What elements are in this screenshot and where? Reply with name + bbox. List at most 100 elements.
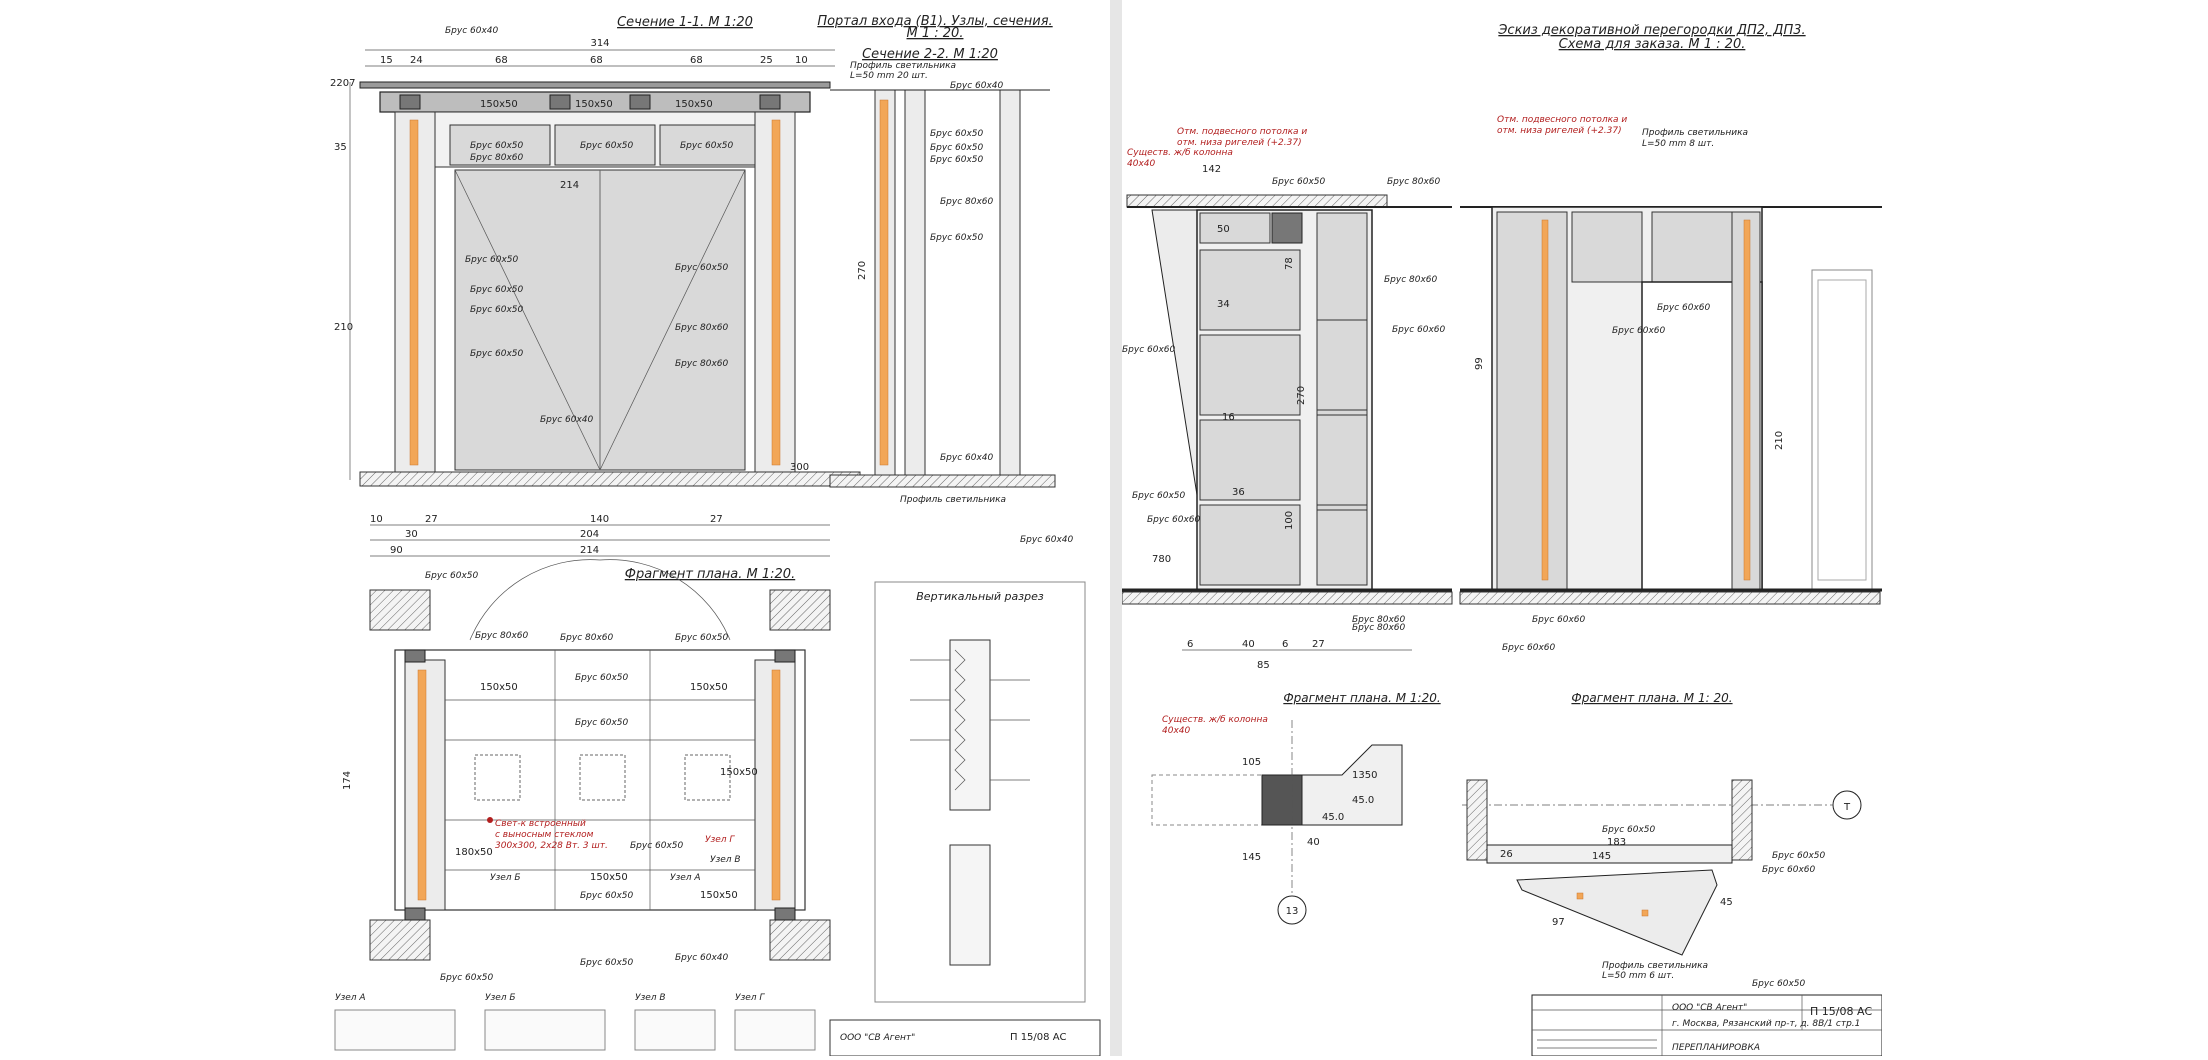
- node-v-title: Узел В: [635, 993, 666, 1003]
- dim-27b: 27: [710, 514, 723, 525]
- title-block-right: ООО "СВ Агент" П 15/08 АС г. Москва, Ряз…: [1531, 994, 1883, 1057]
- nodes-strip: Узел А Узел Б Узел В Узел Г: [334, 993, 816, 1051]
- existing-column-2: 40х40: [1127, 159, 1156, 169]
- label-2-2-b: Брус 60х50: [930, 143, 984, 153]
- dim-204: 204: [580, 529, 599, 540]
- dim-214-inner: 214: [560, 180, 579, 191]
- plan-column-label-2: 40х40: [1162, 726, 1191, 736]
- node-g-title: Узел Г: [735, 993, 765, 1003]
- dim-142: 142: [1202, 164, 1221, 175]
- label-pf-brus-2: Брус 60х50: [1772, 851, 1826, 861]
- label-plan-g: Брус 60х50: [580, 891, 634, 901]
- label-r-brus-top: Брус 60х50: [1272, 177, 1326, 187]
- drawing-sheet-partition: Эскиз декоративной перегородки ДП2, ДП3.…: [1121, 0, 1883, 1057]
- dim-314: 314: [590, 38, 609, 49]
- label-plan-c: Брус 60х50: [675, 633, 729, 643]
- label-lamp-profile-bottom: Профиль светильника: [900, 495, 1006, 505]
- label-lamp-profile-2-2: Профиль светильника: [850, 61, 956, 71]
- dim-35: 35: [334, 142, 347, 153]
- partition-elevation-left: Отм. подвесного потолка и отм. низа риге…: [1121, 127, 1453, 671]
- dim-27: 27: [425, 514, 438, 525]
- label-plan-e: Брус 60х50: [575, 718, 629, 728]
- dim-68c: 68: [690, 55, 703, 66]
- dim-1350a: 1350: [1352, 770, 1377, 781]
- label-2-2-f: Брус 60х40: [940, 453, 994, 463]
- dim-25: 25: [760, 55, 773, 66]
- existing-column-1: Существ. ж/б колонна: [1127, 148, 1233, 158]
- dim-30: 30: [405, 529, 418, 540]
- label-jamb-1: Брус 60х50: [465, 255, 519, 265]
- label-r-brus-3: Брус 60х60: [1392, 325, 1446, 335]
- label-150x50-a: 150х50: [480, 99, 518, 110]
- title-block-left: ООО "СВ Агент" П 15/08 АС: [829, 1019, 1101, 1057]
- portal-drawing: Сечение 1-1. М 1:20 Портал входа (В1). У…: [330, 14, 1101, 1057]
- label-r2-brus-3: Брус 60х60: [1532, 615, 1586, 625]
- label-pf-brus-4: Брус 60х50: [1752, 979, 1806, 989]
- dim-36: 36: [1232, 487, 1245, 498]
- dim-100: 100: [1284, 511, 1295, 530]
- label-r-brus-6: Брус 60х60: [1147, 515, 1201, 525]
- dim-270-2-2: 270: [857, 261, 868, 280]
- section-2-2-title: Сечение 2-2. М 1:20: [862, 47, 998, 62]
- dim-140: 140: [590, 514, 609, 525]
- label-150x50-c: 150х50: [675, 99, 713, 110]
- dim-210-r: 210: [1774, 431, 1785, 450]
- label-r-brus-2: Брус 80х60: [1384, 275, 1438, 285]
- dim-6b: 6: [1282, 639, 1288, 650]
- dim-10: 10: [795, 55, 808, 66]
- partition-elevation-right: Отм. подвесного потолка и отм. низа риге…: [1459, 115, 1882, 653]
- label-plan-a: Брус 80х60: [475, 631, 529, 641]
- lamp-note: Свет-к встроенный с выносным стеклом 300…: [487, 817, 608, 851]
- vertical-cut-title: Вертикальный разрез: [916, 590, 1044, 603]
- section-1-1-title: Сечение 1-1. М 1:20: [617, 15, 753, 30]
- label-r2-brus-4: Брус 60х60: [1502, 643, 1556, 653]
- label-jamb-2: Брус 60х50: [470, 285, 524, 295]
- dim-450b: 45.0: [1322, 812, 1344, 823]
- node-b-title: Узел Б: [485, 993, 516, 1003]
- plan-fragment-portal: Фрагмент плана. М 1:20. Брус 60х50 Брус …: [342, 559, 831, 983]
- label-plan-h: Брус 60х50: [580, 958, 634, 968]
- stamp-right-address: г. Москва, Рязанский пр-т, д. 8В/1 стр.1: [1672, 1019, 1860, 1029]
- label-plan-b: Брус 80х60: [560, 633, 614, 643]
- label-2-2-brus-top: Брус 60х40: [950, 81, 1004, 91]
- stamp-right-code: П 15/08 АС: [1810, 1005, 1872, 1018]
- label-pf-brus-1: Брус 60х50: [1602, 825, 1656, 835]
- portal-title: Портал входа (В1). Узлы, сечения.: [817, 14, 1052, 29]
- dim-210-left: 210: [334, 322, 353, 333]
- label-r-brus-4: Брус 60х60: [1122, 345, 1176, 355]
- drawing-sheet-portal: Сечение 1-1. М 1:20 Портал входа (В1). У…: [330, 0, 1110, 1057]
- plan-fragment-partition: Фрагмент плана. М 1: 20. Т Брус 60х50 18…: [1462, 691, 1862, 989]
- label-brus-60x50-t3: Брус 60х50: [680, 141, 734, 151]
- ceiling-mark-right-2: отм. низа ригелей (+2.37): [1497, 126, 1622, 136]
- stamp-right-org: ООО "СВ Агент": [1672, 1003, 1747, 1013]
- label-jamb-7: Брус 80х60: [675, 359, 729, 369]
- dim-10-b: 10: [370, 514, 383, 525]
- sheet-gutter: [1110, 0, 1122, 1056]
- partition-drawing: Эскиз декоративной перегородки ДП2, ДП3.…: [1121, 23, 1883, 1057]
- label-pf-brus-3: Брус 60х60: [1762, 865, 1816, 875]
- dim-24: 24: [410, 55, 423, 66]
- dim-97: 97: [1552, 917, 1565, 928]
- stamp-left-code: П 15/08 АС: [1010, 1032, 1067, 1043]
- dim-174: 174: [342, 771, 353, 790]
- ceiling-mark-left-1: Отм. подвесного потолка и: [1177, 127, 1307, 137]
- dim-45: 45: [1720, 897, 1733, 908]
- portal-title-scale: М 1 : 20.: [907, 26, 964, 41]
- dim-40-plan: 40: [1307, 837, 1320, 848]
- lamp-note-line1: Свет-к встроенный: [495, 819, 586, 829]
- label-brus-80x60-t1: Брус 80х60: [470, 153, 524, 163]
- label-jamb-6: Брус 80х60: [675, 323, 729, 333]
- label-2-2-g: Брус 60х40: [1020, 535, 1074, 545]
- label-r-brus-80x60: Брус 80х60: [1387, 177, 1441, 187]
- label-r-brus-7: Брус 80х60: [1352, 615, 1406, 625]
- label-plan-150-b: 150х50: [690, 682, 728, 693]
- section-1-1-elevation: 314 15 24 68 68 68 25 10 Брус 60х40 2207…: [330, 26, 861, 557]
- label-brus-60x40-top: Брус 60х40: [445, 26, 499, 36]
- plan-fragment-column: Фрагмент плана. М 1:20. Существ. ж/б кол…: [1151, 691, 1441, 925]
- dim-34: 34: [1217, 299, 1230, 310]
- label-bottom-brus: Брус 60х40: [540, 415, 594, 425]
- label-r2-brus-2: Брус 60х60: [1612, 326, 1666, 336]
- ceiling-mark-right-1: Отм. подвесного потолка и: [1497, 115, 1627, 125]
- label-plan-150-a: 150х50: [480, 682, 518, 693]
- dim-26: 26: [1500, 849, 1513, 860]
